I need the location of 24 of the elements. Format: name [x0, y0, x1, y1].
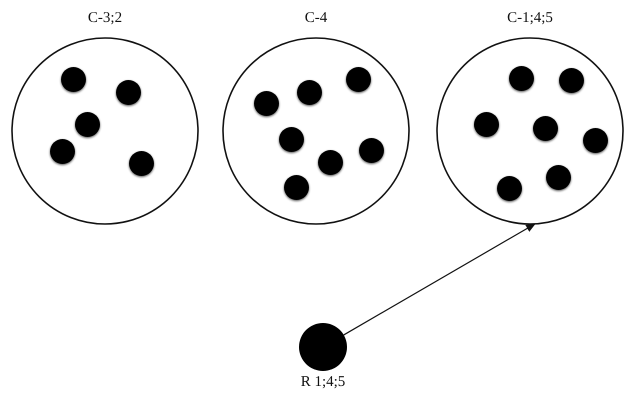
filled-dot: [358, 138, 384, 162]
filled-dot: [128, 150, 154, 176]
filled-dot: [50, 138, 74, 164]
filled-dot: [346, 66, 370, 92]
arrow: [343, 223, 536, 336]
filled-dot: [318, 150, 342, 174]
filled-dot: [254, 90, 278, 116]
filled-dot: [296, 80, 322, 104]
filled-dot: [74, 112, 100, 136]
set-label: C-3;2: [86, 10, 124, 27]
filled-dot: [532, 116, 558, 140]
filled-dot: [558, 68, 584, 92]
filled-dot: [546, 164, 570, 190]
filled-dot: [474, 112, 498, 136]
filled-dot: [60, 66, 86, 92]
node-label: R 1;4;5: [300, 374, 346, 391]
filled-dot: [278, 126, 304, 152]
filled-dot: [116, 80, 140, 104]
set-label: C-4: [304, 10, 328, 27]
filled-dot: [284, 174, 308, 200]
filled-dot: [508, 66, 534, 90]
filled-dot: [496, 176, 522, 200]
set-label: C-1;4;5: [506, 10, 554, 27]
filled-dot: [582, 128, 608, 152]
